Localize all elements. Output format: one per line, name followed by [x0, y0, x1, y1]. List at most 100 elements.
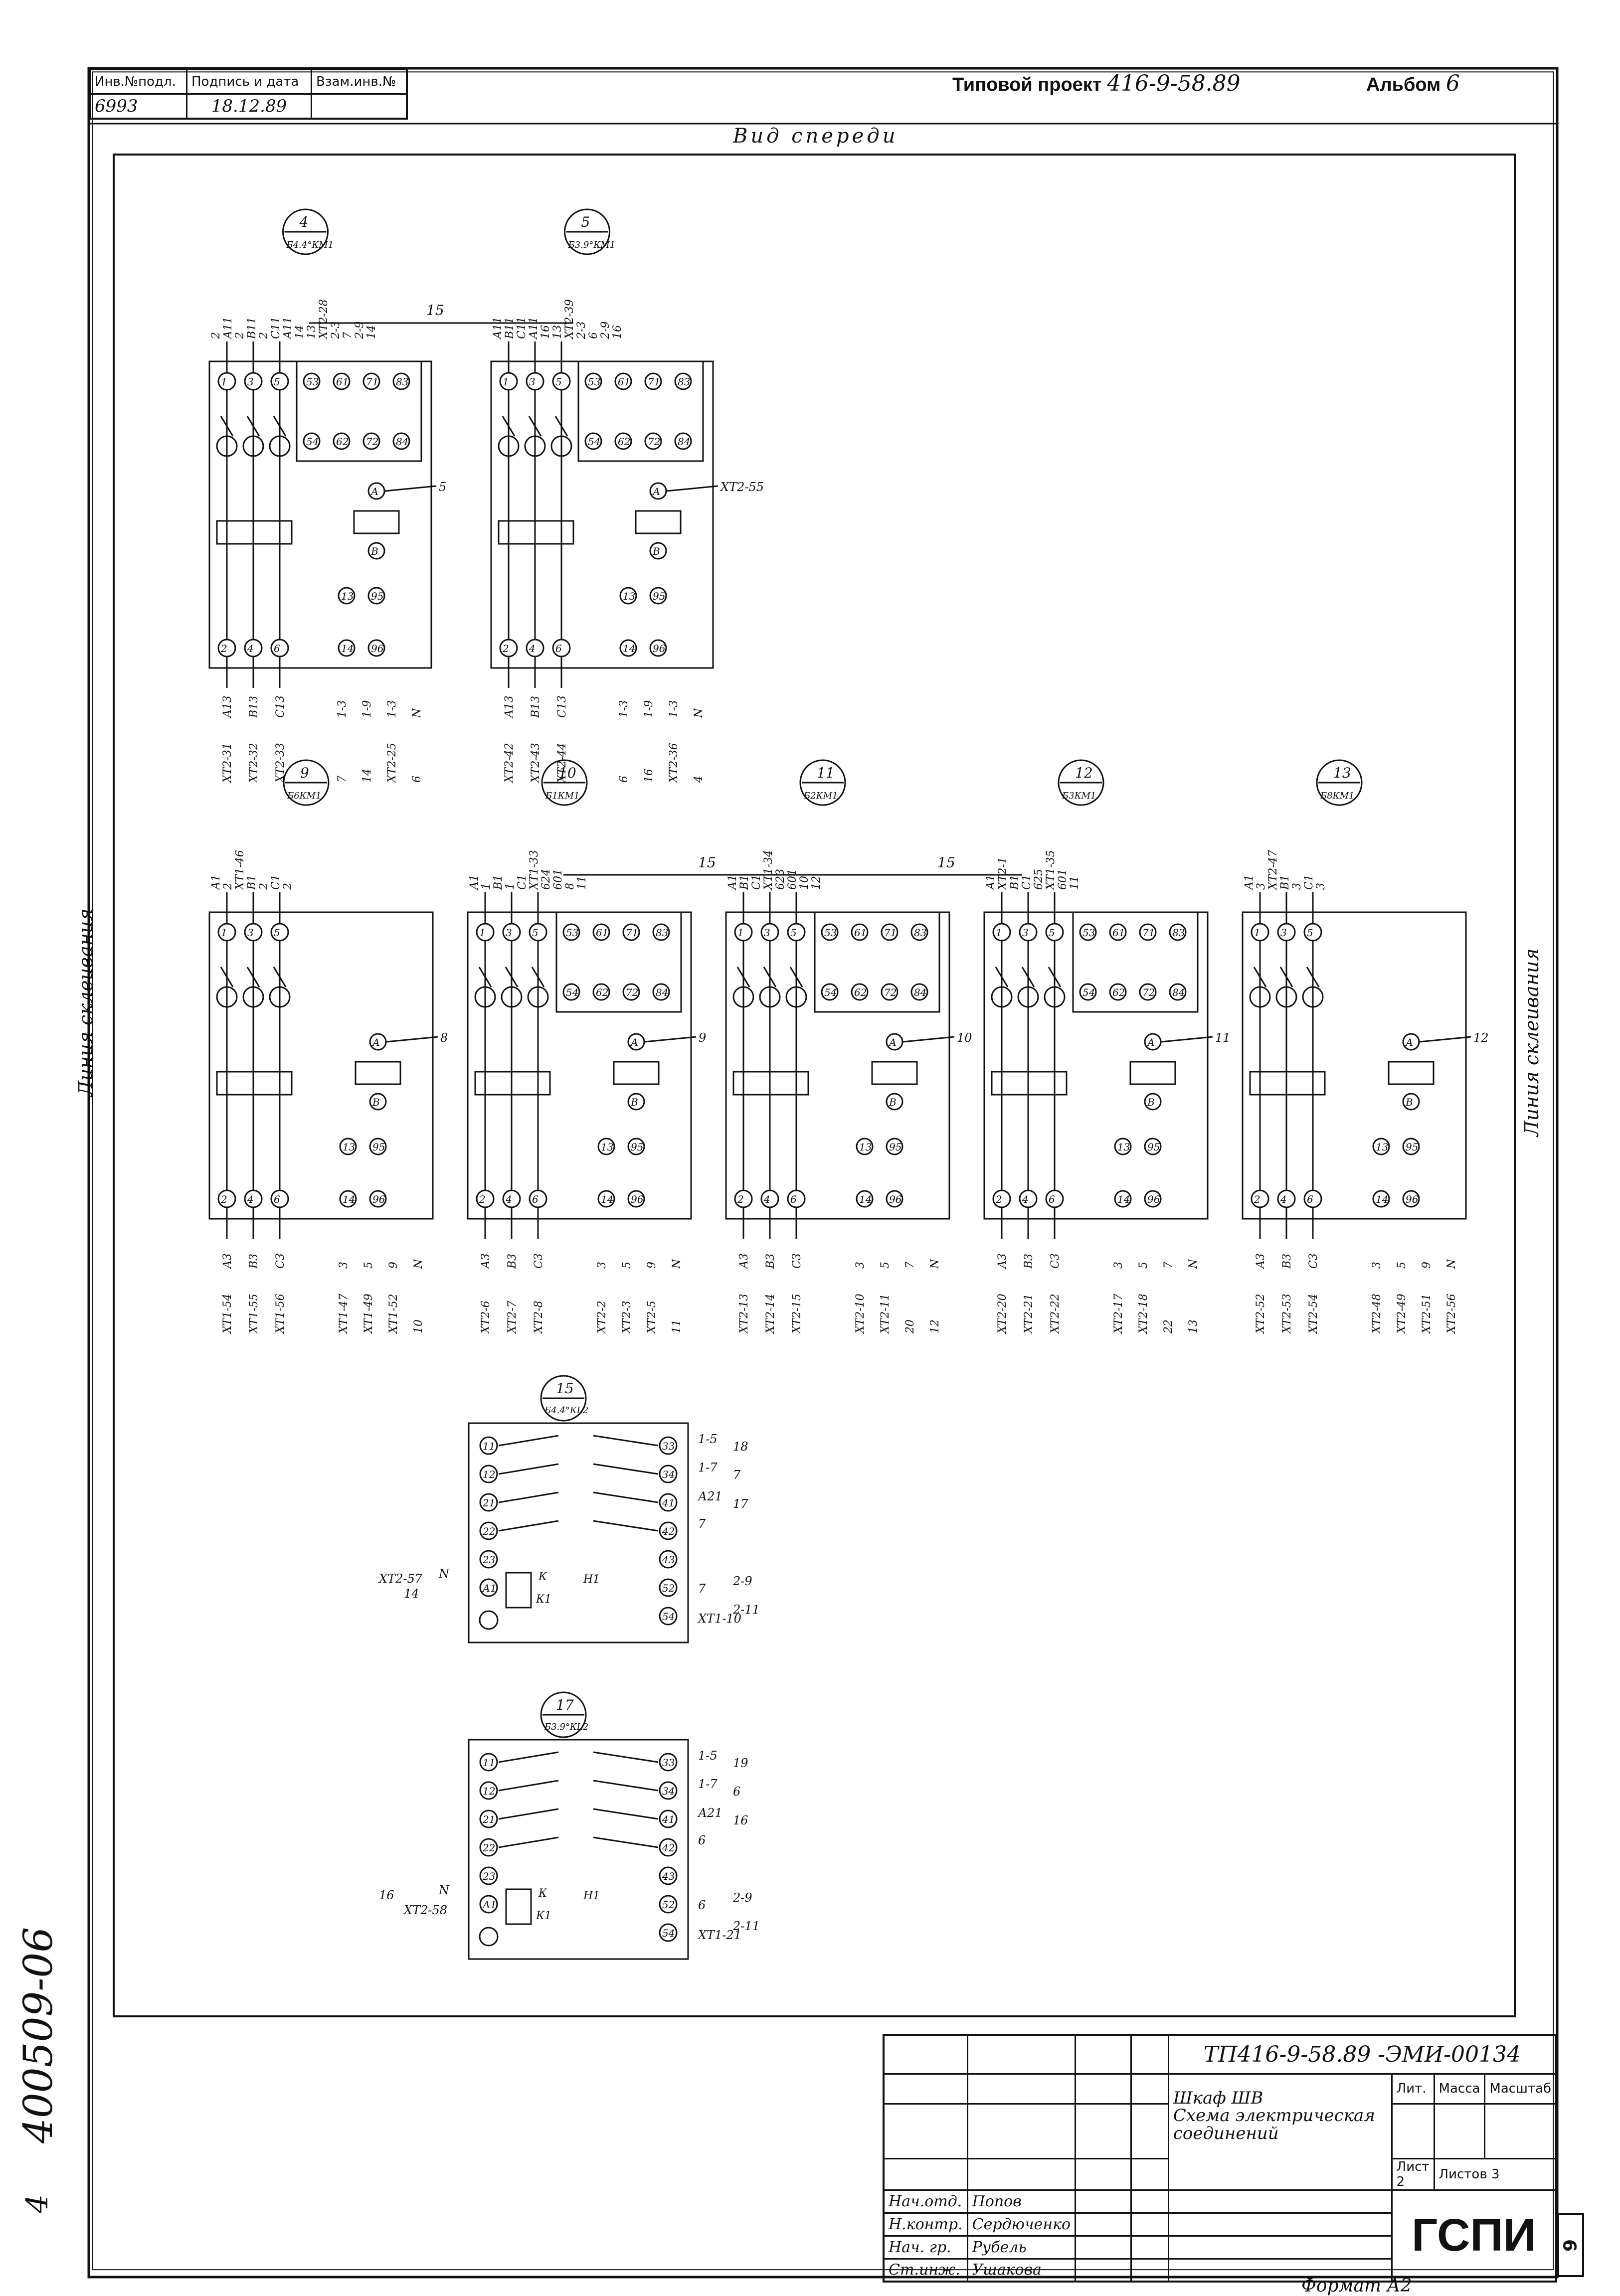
title-block: ТП416-9-58.89 -ЭМИ-00134 Шкаф ШВ Схема э… — [883, 2034, 1557, 2283]
contactor-mid-12-heater — [1044, 986, 1066, 1008]
contactor-mid-12-pin-top — [1019, 923, 1038, 942]
view-title: Вид спереди — [733, 125, 899, 148]
relay-17-left-pin — [479, 1866, 498, 1885]
contactor-mid-13-bottom-wire: А3 — [1255, 1253, 1267, 1270]
contactor-mid-10-pin-bottom-label: 6 — [532, 1193, 539, 1205]
relay-15-right-wire: 18 — [733, 1440, 748, 1454]
contactor-mid-11-top-wire: 623 — [774, 869, 787, 890]
relay-17-left-pin-label: 12 — [483, 1785, 495, 1797]
contactor-mid-12-aux13-label: 13 — [1117, 1141, 1130, 1153]
relay-17-right-wire: 2-9 — [732, 1891, 752, 1905]
relay-17-right-pin — [659, 1923, 678, 1942]
relay-17-h1-label: Н1 — [583, 1890, 600, 1902]
contactor-mid-11-bottom-term: ХТ2-15 — [791, 1294, 803, 1334]
contactor-mid-11-bottom-term: ХТ2-13 — [738, 1294, 750, 1334]
contactor-mid-9-contact — [246, 967, 260, 987]
contactor-mid-10-aux14-label: 14 — [601, 1193, 613, 1205]
contactor-mid-9-ol96-label: 96 — [372, 1193, 385, 1205]
relay-15-right-pin — [659, 1465, 678, 1483]
contactor-mid-11-top-wire: 10 — [798, 876, 811, 890]
contactor-mid-13-pin-bottom — [1251, 1189, 1269, 1208]
contactor-top-4-pin-top — [217, 372, 236, 391]
relay-15-right-pin-label: 42 — [662, 1525, 675, 1537]
contactor-mid-12-aux-pin — [1109, 923, 1127, 941]
contactor-mid-11-aux14-label: 14 — [859, 1193, 872, 1205]
relay-15-left-pin — [479, 1493, 498, 1512]
relay-15-k-label: К — [538, 1571, 547, 1583]
contactor-mid-9-coil-a — [369, 1033, 387, 1051]
relay-15-left-pin — [479, 1465, 498, 1483]
contactor-mid-11-top-wire: 601 — [786, 869, 799, 890]
bus-label-mid-1: 15 — [698, 854, 716, 871]
contactor-mid-9-pin-top-label: 5 — [274, 927, 280, 939]
contactor-mid-12-pin-bottom-label: 4 — [1022, 1193, 1029, 1205]
contactor-mid-10-aux-pin — [592, 983, 610, 1001]
contactor-mid-10-top-wire: 11 — [576, 876, 588, 890]
contactor-mid-10-heater — [474, 986, 496, 1008]
contactor-top-4-top-wire: В11 — [246, 317, 258, 339]
contactor-top-4-pin-bottom — [244, 639, 263, 657]
contactor-mid-11-bottom-term: ХТ2-11 — [879, 1294, 892, 1334]
contactor-mid-11-aux-pin — [910, 923, 928, 941]
contactor-top-5-pin-bottom-label: 4 — [529, 643, 536, 655]
contactor-mid-10-bottom-term: ХТ2-6 — [480, 1301, 492, 1334]
contactor-mid-9-pin-top — [217, 923, 236, 942]
contactor-mid-11-thermal-block — [732, 1071, 809, 1096]
contactor-mid-13-bottom-wire: С3 — [1307, 1253, 1320, 1269]
relay-15-h1-label: Н1 — [583, 1573, 600, 1586]
contactor-top-4-bottom-wire: А13 — [221, 695, 234, 719]
contactor-mid-11-pin-top — [734, 923, 753, 942]
contactor-top-4-coil-lead — [384, 485, 437, 492]
contactor-top-5-top-wire: 6 — [587, 332, 600, 339]
contactor-top-4-aux-pin — [392, 372, 410, 390]
relay-17-right-pin-label: 52 — [662, 1899, 675, 1911]
stamp-col1-header: Инв.№подл. — [89, 68, 187, 95]
contactor-mid-13-pin-bottom — [1277, 1189, 1296, 1208]
name-1: Попов — [966, 2189, 1077, 2214]
relay-17-left-pin — [479, 1781, 498, 1800]
contactor-mid-11-pin-bottom — [787, 1189, 806, 1208]
contactor-mid-12-aux-pin-label: 72 — [1142, 986, 1155, 998]
contactor-top-5-pin-top — [499, 372, 518, 391]
contactor-mid-12-bottom-wire: С3 — [1049, 1253, 1062, 1269]
contactor-mid-10-aux-pin-label: 54 — [566, 986, 578, 998]
contactor-mid-11-coil-a — [886, 1033, 903, 1051]
contactor-mid-10-pin-bottom — [502, 1189, 521, 1208]
relay-15-left-wire: N — [438, 1567, 450, 1581]
contactor-mid-11-heater — [785, 986, 807, 1008]
contactor-mid-11-bottom-term: 12 — [929, 1319, 941, 1333]
contactor-top-5-aux-pin — [584, 372, 602, 390]
contactor-mid-10-coil-wire: 9 — [699, 1031, 706, 1045]
contactor-mid-12-heater — [1017, 986, 1039, 1008]
contactor-top-5-aux-pin — [674, 372, 692, 390]
contactor-mid-13-heater — [1302, 986, 1324, 1008]
contactor-top-4-top-wire: ХТ2-28 — [318, 299, 330, 340]
contactor-top-4-frame — [208, 360, 432, 669]
contactor-top-4-top-wire: А11 — [282, 317, 294, 340]
contactor-mid-11-aux13 — [856, 1138, 874, 1155]
contactor-mid-9-thermal-block — [216, 1071, 293, 1096]
contactor-mid-12-ref-num: 12 — [1075, 765, 1093, 781]
relay-17-right-pin-label: 33 — [662, 1757, 675, 1769]
relay-15-right-pin — [659, 1436, 678, 1455]
relay-15-right-wire: 7 — [733, 1468, 741, 1482]
contactor-mid-12-pin-bottom — [1019, 1189, 1038, 1208]
contactor-mid-11-aux-pin — [851, 983, 869, 1001]
contactor-mid-9-heater — [242, 986, 264, 1008]
contactor-mid-12-aux-pin — [1079, 923, 1097, 941]
contactor-mid-10-bottom-term: ХТ2-5 — [646, 1301, 658, 1334]
contactor-mid-11-top-wire: А1 — [726, 874, 739, 891]
contactor-top-4-aux-pin-label: 53 — [306, 376, 319, 388]
contactor-top-5-top-wire: 13 — [551, 325, 564, 339]
contactor-mid-9-coil — [355, 1061, 401, 1085]
contactor-top-5-bottom-wire: А13 — [503, 695, 516, 719]
contactor-mid-9-frame — [208, 911, 434, 1220]
contactor-mid-13-bottom-term: ХТ2-51 — [1421, 1294, 1433, 1334]
contactor-mid-11-bottom-wire: С3 — [791, 1253, 803, 1269]
mass-label: Масса — [1433, 2073, 1486, 2105]
contactor-mid-11-aux-pin-label: 84 — [914, 986, 926, 998]
contactor-mid-11-top-wire: 12 — [810, 876, 823, 890]
contactor-mid-12-frame — [983, 911, 1209, 1220]
contactor-top-4-thermal-block — [216, 520, 293, 545]
contactor-mid-12-pin-bottom-label: 2 — [995, 1193, 1002, 1205]
